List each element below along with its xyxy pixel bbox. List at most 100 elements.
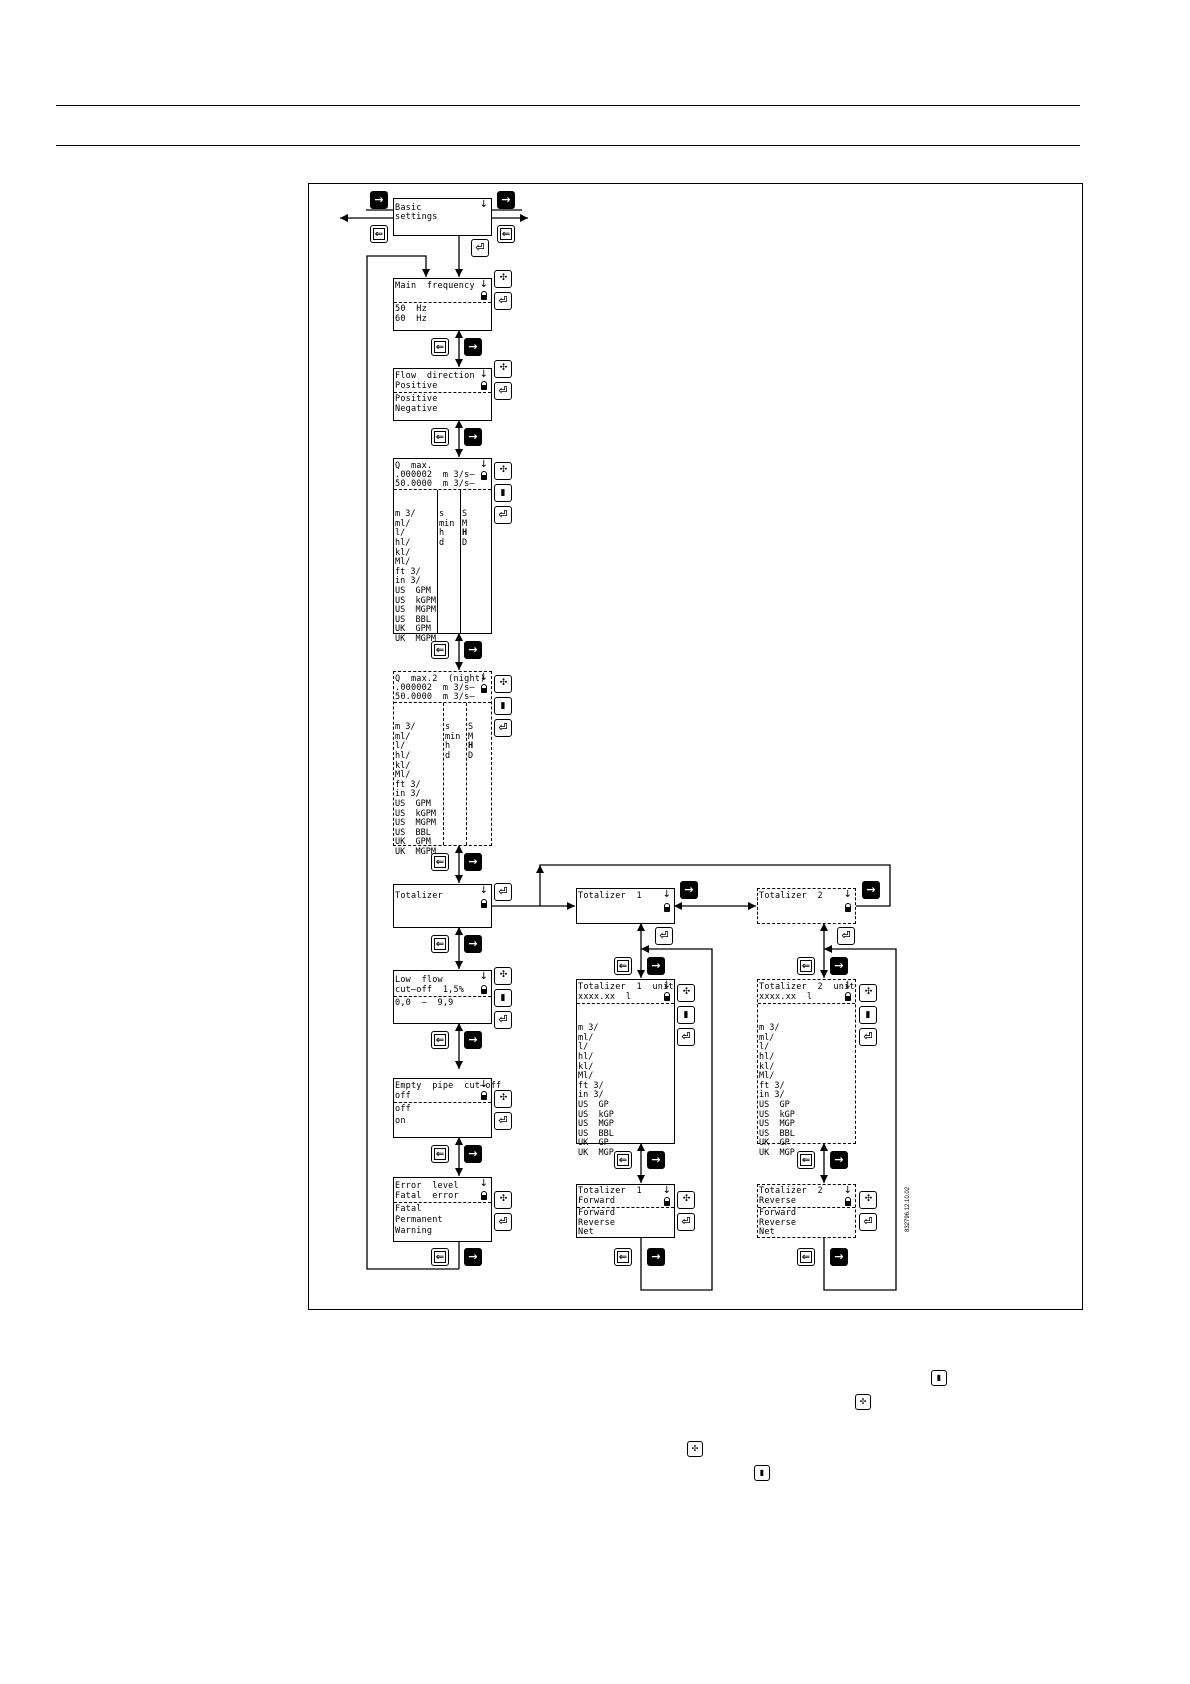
next-key-icon[interactable]: → [830, 957, 848, 975]
enter-key-icon[interactable]: ⏎ [494, 292, 512, 310]
select-key-icon[interactable]: ✣ [494, 462, 512, 480]
escape-key-icon[interactable]: ⇐ [431, 338, 449, 356]
next-key-icon[interactable]: → [680, 881, 698, 899]
qmax-title: Q max. [395, 461, 433, 471]
box-basic-settings: Basic settings ↓ [393, 198, 492, 236]
select-key-icon[interactable]: ✣ [859, 1191, 877, 1209]
basic-line1: Basic [395, 203, 422, 213]
escape-key-icon[interactable]: ⇐ [797, 957, 815, 975]
down-arrow-icon: ↓ [662, 1185, 671, 1196]
escape-key-icon[interactable]: ⇐ [797, 1151, 815, 1169]
escape-key-icon[interactable]: ⇐ [431, 853, 449, 871]
tot2-mode-opt1: Forward [759, 1208, 797, 1218]
next-key-icon[interactable]: → [464, 935, 482, 953]
next-key-icon[interactable]: → [647, 1248, 665, 1266]
box-error-level: Error level Fatal error ↓ Fatal Permanen… [393, 1177, 492, 1242]
next-key-icon[interactable]: → [370, 191, 388, 209]
enter-key-icon[interactable]: ⏎ [859, 1213, 877, 1231]
select-key-icon[interactable]: ✣ [494, 967, 512, 985]
empty-pipe-opt1: off [395, 1104, 411, 1114]
enter-key-icon[interactable]: ⏎ [677, 1028, 695, 1046]
escape-key-icon[interactable]: ⇐ [614, 1151, 632, 1169]
next-key-icon[interactable]: → [464, 1145, 482, 1163]
next-key-icon[interactable]: → [830, 1248, 848, 1266]
escape-key-icon[interactable]: ⇐ [497, 225, 515, 243]
enter-key-icon[interactable]: ⏎ [494, 1112, 512, 1130]
escape-key-icon[interactable]: ⇐ [370, 225, 388, 243]
down-arrow-icon: ↓ [479, 885, 488, 896]
toggle-key-icon[interactable]: ▮ [494, 484, 512, 502]
next-key-icon[interactable]: → [830, 1151, 848, 1169]
next-key-icon[interactable]: → [464, 1248, 482, 1266]
header-rule-top [56, 105, 1080, 106]
select-key-icon[interactable]: ✣ [494, 1090, 512, 1108]
next-key-icon[interactable]: → [497, 191, 515, 209]
toggle-key-icon[interactable]: ▮ [859, 1006, 877, 1024]
toggle-key-icon[interactable]: ▮ [494, 697, 512, 715]
tot2-mode-current: Reverse [759, 1196, 797, 1206]
select-key-icon[interactable]: ✣ [494, 675, 512, 693]
next-key-icon[interactable]: → [464, 1031, 482, 1049]
enter-key-icon[interactable]: ⏎ [494, 506, 512, 524]
next-key-icon[interactable]: → [647, 1151, 665, 1169]
select-key-icon[interactable]: ✣ [677, 984, 695, 1002]
enter-key-icon[interactable]: ⏎ [494, 1213, 512, 1231]
enter-key-icon[interactable]: ⏎ [859, 1028, 877, 1046]
next-key-icon[interactable]: → [464, 338, 482, 356]
next-key-icon[interactable]: → [464, 641, 482, 659]
next-key-icon[interactable]: → [464, 853, 482, 871]
down-arrow-icon: ↓ [662, 889, 671, 900]
escape-key-icon[interactable]: ⇐ [614, 1248, 632, 1266]
error-level-opt1: Fatal [395, 1204, 422, 1214]
enter-key-icon[interactable]: ⏎ [494, 719, 512, 737]
qmax2-line2: .000002 m 3/s– [395, 683, 475, 693]
toggle-key-icon[interactable]: ▮ [677, 1006, 695, 1024]
enter-key-icon[interactable]: ⏎ [677, 1213, 695, 1231]
qmax-line3: 50.0000 m 3/s– [395, 479, 475, 489]
toggle-key-icon[interactable]: ▮ [494, 989, 512, 1007]
box-totalizer: Totalizer ↓ [393, 884, 492, 928]
next-key-icon[interactable]: → [464, 428, 482, 446]
select-key-icon[interactable]: ✣ [494, 360, 512, 378]
box-totalizer-2: Totalizer 2 ↓ [757, 888, 856, 924]
next-key-icon[interactable]: → [647, 957, 665, 975]
figure-frame [308, 183, 1083, 1310]
escape-key-icon[interactable]: ⇐ [431, 428, 449, 446]
lock-icon [481, 985, 487, 994]
lock-icon [481, 1091, 487, 1100]
select-key-icon[interactable]: ✣ [677, 1191, 695, 1209]
error-level-title: Error level [395, 1181, 459, 1191]
escape-key-icon[interactable]: ⇐ [431, 935, 449, 953]
down-arrow-icon: ↓ [479, 459, 488, 470]
lock-icon [845, 903, 851, 912]
enter-key-icon[interactable]: ⏎ [494, 1011, 512, 1029]
enter-key-icon[interactable]: ⏎ [494, 883, 512, 901]
select-key-icon[interactable]: ✣ [859, 984, 877, 1002]
enter-key-icon[interactable]: ⏎ [655, 927, 673, 945]
lock-icon [664, 1197, 670, 1206]
escape-key-icon[interactable]: ⇐ [614, 957, 632, 975]
tot2-mode-opt2: Reverse [759, 1218, 797, 1228]
lock-icon [481, 471, 487, 480]
escape-key-icon[interactable]: ⇐ [431, 641, 449, 659]
escape-key-icon[interactable]: ⇐ [431, 1031, 449, 1049]
error-level-opt3: Warning [395, 1226, 433, 1236]
basic-line2: settings [395, 212, 438, 222]
flow-dir-opt2: Negative [395, 404, 438, 414]
lock-icon [481, 899, 487, 908]
select-key-icon[interactable]: ✣ [494, 1191, 512, 1209]
escape-key-icon[interactable]: ⇐ [797, 1248, 815, 1266]
enter-key-icon[interactable]: ⏎ [494, 382, 512, 400]
enter-key-icon[interactable]: ⏎ [471, 239, 489, 257]
enter-key-icon[interactable]: ⏎ [837, 927, 855, 945]
tot2-title: Totalizer 2 [759, 891, 823, 901]
escape-key-icon[interactable]: ⇐ [431, 1145, 449, 1163]
next-key-icon[interactable]: → [862, 881, 880, 899]
escape-key-icon[interactable]: ⇐ [431, 1248, 449, 1266]
lock-icon [664, 992, 670, 1001]
select-key-icon[interactable]: ✣ [494, 270, 512, 288]
